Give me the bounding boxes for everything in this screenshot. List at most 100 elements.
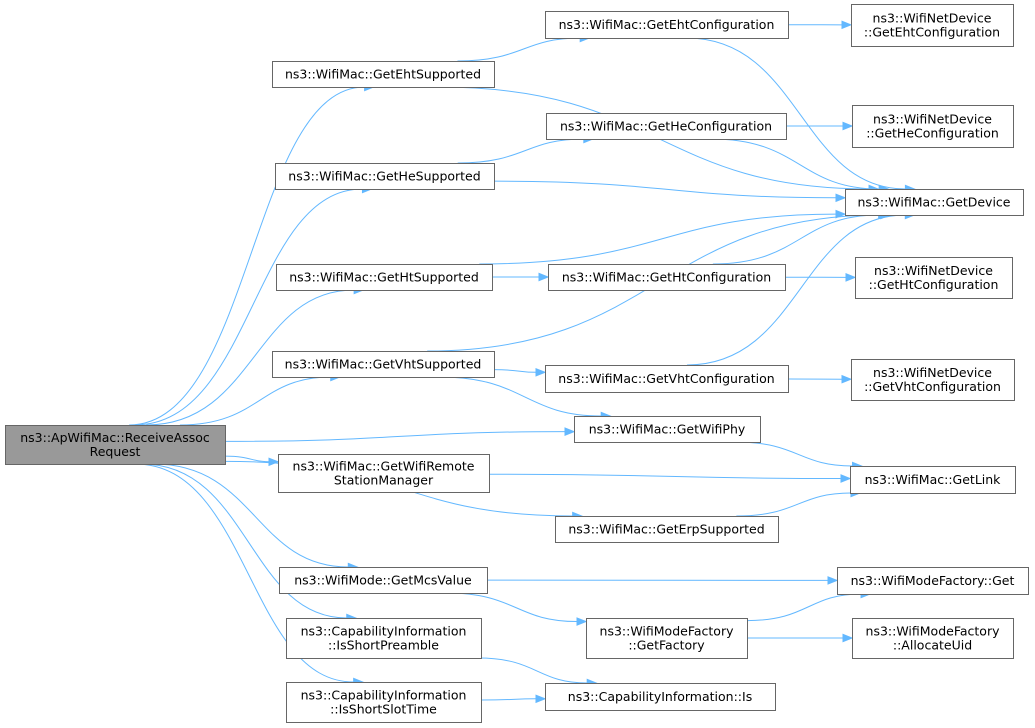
edge-getMcsValue-to-factoryGet xyxy=(486,576,839,585)
edge-line xyxy=(686,37,906,190)
edge-getHtConfig-to-ndHt xyxy=(784,273,857,282)
edge-arrowhead xyxy=(845,273,857,282)
node-getEhtConfig[interactable]: ns3::WifiMac::GetEhtConfiguration xyxy=(545,11,789,39)
node-box xyxy=(845,189,1024,216)
edge-arrowhead xyxy=(842,633,854,643)
edge-arrowhead xyxy=(835,193,847,203)
node-label: ::GetHeConfiguration xyxy=(866,126,999,141)
node-getHtSupported[interactable]: ns3::WifiMac::GetHtSupported xyxy=(276,264,493,291)
node-getMcsValue[interactable]: ns3::WifiMode::GetMcsValue xyxy=(279,567,488,594)
node-ndVht[interactable]: ns3::WifiNetDevice::GetVhtConfiguration xyxy=(851,359,1015,401)
node-getErpSupported[interactable]: ns3::WifiMac::GetErpSupported xyxy=(555,516,779,543)
node-box xyxy=(272,61,495,88)
edge-line xyxy=(686,214,906,366)
edge-getEhtConfig-to-ndEht xyxy=(787,20,853,30)
node-label: ns3::WifiMac::GetHeConfiguration xyxy=(560,119,772,134)
node-getDevice[interactable]: ns3::WifiMac::GetDevice xyxy=(845,189,1024,216)
node-isShortPreamble[interactable]: ns3::CapabilityInformation::IsShortPream… xyxy=(286,618,482,659)
node-box xyxy=(855,257,1013,299)
edge-arrowhead xyxy=(841,20,853,30)
node-allocateUid[interactable]: ns3::WifiModeFactory::AllocateUid xyxy=(852,618,1014,659)
edge-line xyxy=(488,473,842,480)
node-box xyxy=(545,365,789,393)
node-box xyxy=(852,105,1014,148)
node-getHeConfig[interactable]: ns3::WifiMac::GetHeConfiguration xyxy=(546,113,787,140)
node-label: ns3::WifiMac::GetEhtConfiguration xyxy=(559,17,775,32)
edge-line xyxy=(135,463,354,683)
node-label: ::AllocateUid xyxy=(893,638,972,653)
edge-line xyxy=(712,214,879,265)
node-getHtConfig[interactable]: ns3::WifiMac::GetHtConfiguration xyxy=(548,264,786,291)
node-label: ns3::WifiMac::GetEhtSupported xyxy=(285,67,481,82)
edge-arrowhead xyxy=(835,209,847,219)
edge-getHeSupported-to-getDevice xyxy=(493,180,847,203)
node-getWifiRemote[interactable]: ns3::WifiMac::GetWifiRemoteStationManage… xyxy=(278,454,490,493)
node-factoryGet[interactable]: ns3::WifiModeFactory::Get xyxy=(837,567,1029,595)
edge-line xyxy=(736,492,851,517)
node-ndHe[interactable]: ns3::WifiNetDevice::GetHeConfiguration xyxy=(852,105,1014,148)
node-box xyxy=(279,567,488,594)
node-label: ns3::WifiNetDevice xyxy=(873,11,992,26)
node-label: ns3::WifiNetDevice xyxy=(873,112,992,127)
edge-root-to-getWifiRemote xyxy=(224,455,280,467)
node-label: ns3::CapabilityInformation::Is xyxy=(568,689,752,704)
node-box xyxy=(278,454,490,493)
node-label: ns3::WifiMac::GetLink xyxy=(865,472,1002,487)
node-box xyxy=(837,567,1029,595)
node-label: ns3::WifiMac::GetVhtConfiguration xyxy=(558,371,774,386)
node-label: StationManager xyxy=(334,473,434,488)
node-getFactory[interactable]: ns3::WifiModeFactory::GetFactory xyxy=(586,618,748,659)
edge-getMcsValue-to-getFactory xyxy=(446,592,588,626)
node-box xyxy=(555,516,779,543)
edge-line xyxy=(493,369,537,373)
edge-arrowhead xyxy=(268,457,280,467)
node-getVhtSupported[interactable]: ns3::WifiMac::GetVhtSupported xyxy=(272,351,495,378)
edge-root-to-getHeSupported xyxy=(134,184,373,426)
edge-arrowhead xyxy=(535,694,547,704)
edge-getFactory-to-allocateUid xyxy=(746,633,854,643)
node-getLink[interactable]: ns3::WifiMac::GetLink xyxy=(850,466,1016,494)
node-getHeSupported[interactable]: ns3::WifiMac::GetHeSupported xyxy=(275,163,495,190)
edge-arrowhead xyxy=(827,576,839,585)
node-box xyxy=(586,618,748,659)
edge-getErpSupported-to-getLink xyxy=(736,488,862,517)
edge-arrowhead xyxy=(535,367,547,377)
node-getEhtSupported[interactable]: ns3::WifiMac::GetEhtSupported xyxy=(272,61,495,88)
edge-arrowhead xyxy=(842,121,854,131)
edge-line xyxy=(480,698,537,701)
edge-line xyxy=(735,441,853,467)
node-label: ns3::WifiModeFactory::Get xyxy=(851,573,1015,588)
call-edges xyxy=(129,20,916,704)
node-label: ns3::WifiMac::GetVhtSupported xyxy=(285,357,482,372)
edge-line xyxy=(179,376,331,426)
edge-line xyxy=(439,376,602,417)
node-box xyxy=(545,11,789,39)
edge-line xyxy=(129,86,365,426)
node-ndHt[interactable]: ns3::WifiNetDevice::GetHtConfiguration xyxy=(855,257,1013,299)
edge-line xyxy=(153,463,349,568)
node-getWifiPhy[interactable]: ns3::WifiMac::GetWifiPhy xyxy=(574,416,761,443)
edge-arrowhead xyxy=(538,272,550,282)
node-label: ns3::WifiMac::GetDevice xyxy=(857,195,1010,210)
node-ndEht[interactable]: ns3::WifiNetDevice::GetEhtConfiguration xyxy=(851,4,1014,47)
edge-getHtSupported-to-getHtConfig xyxy=(492,272,550,282)
node-label: ns3::WifiMode::GetMcsValue xyxy=(294,573,472,588)
node-label: ns3::WifiModeFactory xyxy=(866,624,1001,639)
node-label: ns3::CapabilityInformation xyxy=(301,624,467,639)
edge-isShortPreamble-to-capIs xyxy=(478,657,598,688)
edge-arrowhead xyxy=(564,427,576,436)
edge-getWifiRemote-to-getLink xyxy=(488,473,852,483)
edge-line xyxy=(746,593,862,622)
node-box xyxy=(286,682,482,723)
node-box xyxy=(548,264,786,291)
node-getVhtConfig[interactable]: ns3::WifiMac::GetVhtConfiguration xyxy=(545,365,789,393)
node-capIs[interactable]: ns3::CapabilityInformation::Is xyxy=(545,683,776,711)
node-label: ns3::WifiMac::GetHtConfiguration xyxy=(562,270,771,285)
call-nodes: ns3::ApWifiMac::ReceiveAssocRequestns3::… xyxy=(5,4,1029,723)
node-isShortSlotTime[interactable]: ns3::CapabilityInformation::IsShortSlotT… xyxy=(286,682,482,723)
node-label: ns3::CapabilityInformation xyxy=(301,688,467,703)
edge-line xyxy=(142,463,347,619)
edge-root-to-getVhtSupported xyxy=(179,372,342,426)
